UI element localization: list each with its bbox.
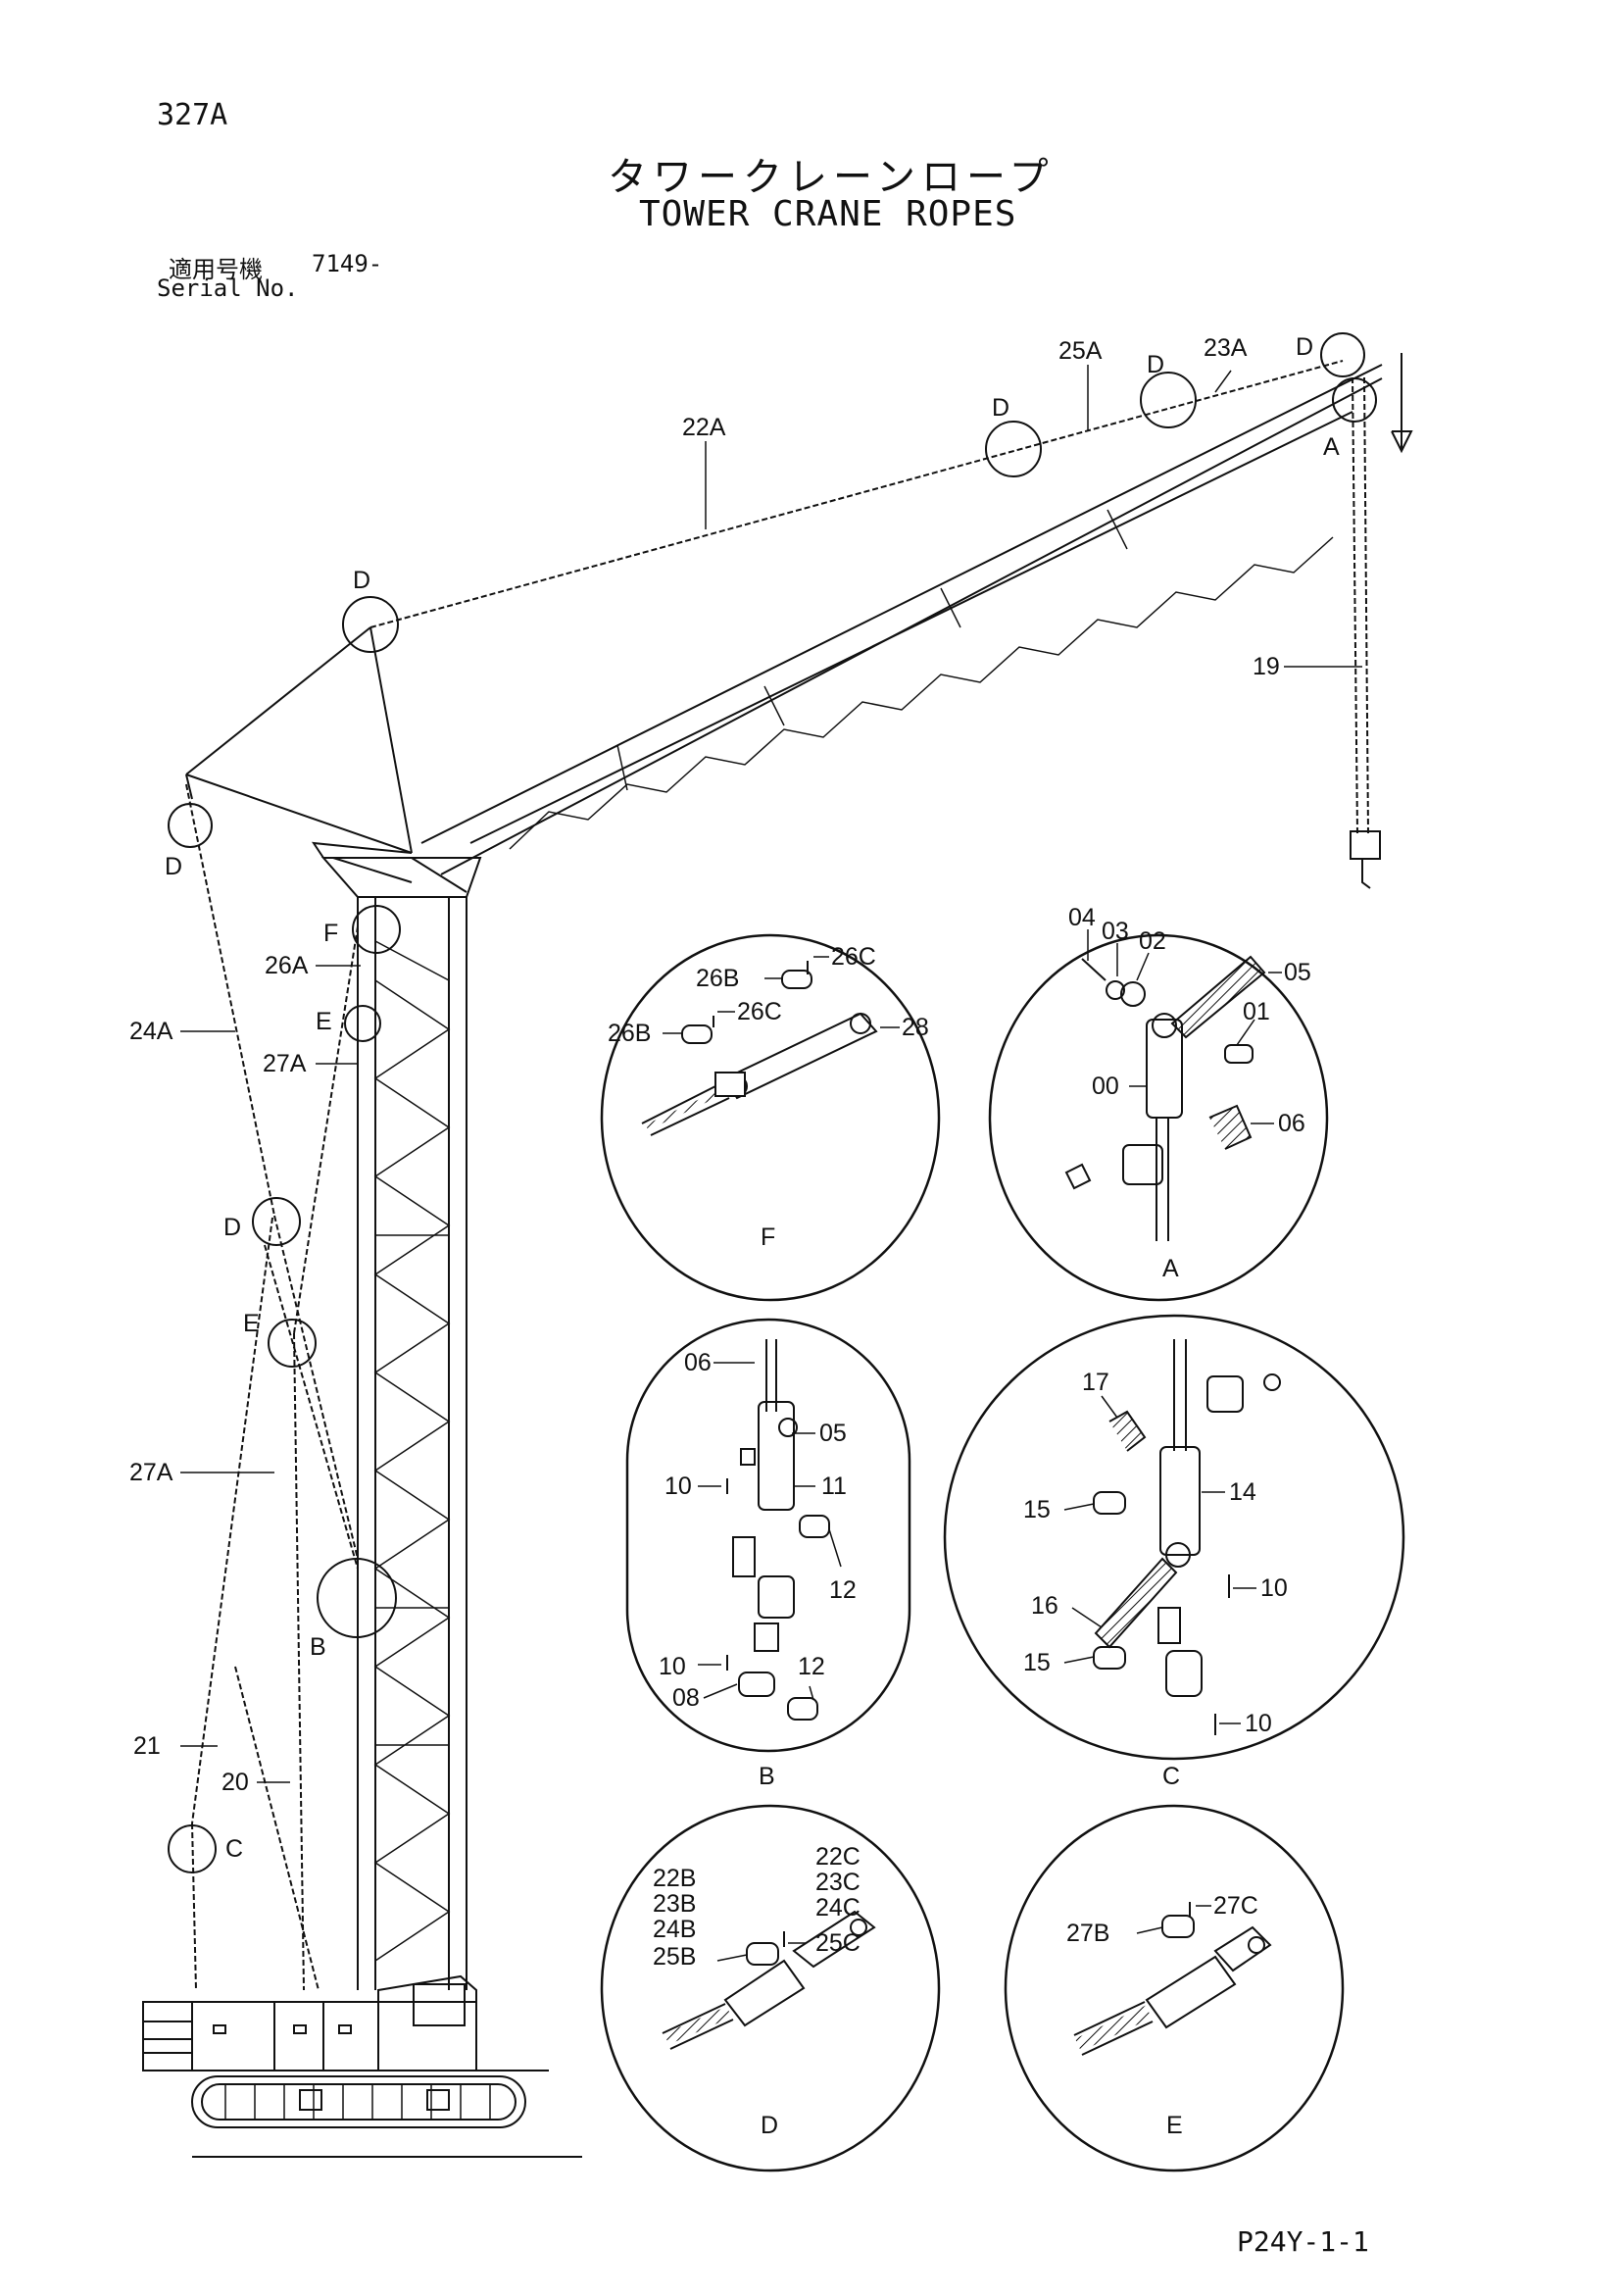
E-27C: 27C bbox=[1213, 1892, 1258, 1920]
callout-24A: 24A bbox=[129, 1018, 173, 1045]
F-26C-a: 26C bbox=[831, 943, 876, 971]
marker-D-6: D bbox=[223, 1214, 241, 1241]
D-24B: 24B bbox=[653, 1916, 696, 1943]
crawler-base bbox=[191, 2070, 582, 2158]
C-14: 14 bbox=[1229, 1478, 1256, 1506]
D-label: D bbox=[761, 2112, 778, 2139]
A-03: 03 bbox=[1102, 918, 1129, 945]
detail-F: 26C 26B 26C 26B 28 F bbox=[600, 933, 941, 1302]
E-27B: 27B bbox=[1066, 1920, 1109, 1947]
marker-C: C bbox=[225, 1835, 243, 1863]
rope-19 bbox=[1352, 376, 1358, 834]
E-label: E bbox=[1166, 2112, 1183, 2139]
F-label: F bbox=[761, 1223, 775, 1251]
marker-B: B bbox=[310, 1633, 326, 1661]
marker-circles bbox=[168, 332, 1377, 1873]
F-26B-a: 26B bbox=[696, 965, 739, 992]
D-23C: 23C bbox=[815, 1869, 861, 1896]
rope-lines bbox=[185, 360, 1369, 1991]
upper-carriage bbox=[142, 1974, 477, 2071]
marker-D-5: D bbox=[165, 853, 182, 880]
detail-A: 04 03 02 05 01 00 06 A bbox=[988, 904, 1329, 1302]
D-23B: 23B bbox=[653, 1890, 696, 1918]
B-10-a: 10 bbox=[664, 1472, 692, 1500]
A-06: 06 bbox=[1278, 1110, 1305, 1137]
C-10-a: 10 bbox=[1260, 1574, 1288, 1602]
serial-label-english: Serial No. bbox=[157, 275, 299, 302]
crane-callouts: 22A 25A 23A 19 26A 24A 27A 27A 21 20 D D… bbox=[129, 333, 1340, 1863]
B-06: 06 bbox=[684, 1349, 712, 1376]
B-11: 11 bbox=[821, 1472, 847, 1500]
tower-head bbox=[320, 857, 482, 898]
C-15-a: 15 bbox=[1023, 1496, 1051, 1523]
A-label: A bbox=[1162, 1255, 1179, 1282]
D-25C: 25C bbox=[815, 1929, 861, 1957]
callout-21: 21 bbox=[133, 1732, 161, 1760]
marker-D-4: D bbox=[353, 567, 370, 594]
callout-26A: 26A bbox=[265, 952, 309, 979]
tower-mast bbox=[357, 897, 467, 1990]
rope-22A bbox=[369, 360, 1344, 628]
F-26C-b: 26C bbox=[737, 998, 782, 1025]
callout-19: 19 bbox=[1253, 653, 1280, 680]
C-16: 16 bbox=[1031, 1592, 1058, 1620]
marker-D-1: D bbox=[992, 394, 1009, 422]
A-00: 00 bbox=[1092, 1073, 1119, 1100]
rope-24A bbox=[185, 783, 275, 1217]
marker-D-2: D bbox=[1147, 351, 1164, 378]
B-12-a: 12 bbox=[829, 1576, 857, 1604]
A-02: 02 bbox=[1139, 927, 1166, 955]
crane-drawing bbox=[142, 332, 1413, 2158]
detail-B: 06 05 10 11 12 10 12 08 B bbox=[625, 1318, 911, 1790]
callout-27A-mid: 27A bbox=[129, 1459, 173, 1486]
A-01: 01 bbox=[1243, 998, 1270, 1025]
A-04: 04 bbox=[1068, 904, 1096, 931]
B-05: 05 bbox=[819, 1420, 847, 1447]
C-10-b: 10 bbox=[1245, 1710, 1272, 1737]
C-15-b: 15 bbox=[1023, 1649, 1051, 1676]
F-28: 28 bbox=[902, 1014, 929, 1041]
leader-lines bbox=[180, 365, 1362, 1783]
B-label: B bbox=[759, 1763, 775, 1790]
detail-D: 22B 23B 24B 25B 22C 23C 24C 25C D bbox=[600, 1804, 941, 2172]
callout-27A-top: 27A bbox=[263, 1050, 307, 1077]
D-25B: 25B bbox=[653, 1943, 696, 1971]
serial-number: 7149- bbox=[312, 250, 383, 277]
jib-boom bbox=[420, 364, 1383, 875]
C-17: 17 bbox=[1082, 1369, 1109, 1396]
serial-label-japanese: 適用号機 bbox=[169, 256, 263, 283]
D-22C: 22C bbox=[815, 1843, 861, 1871]
B-08: 08 bbox=[672, 1684, 700, 1712]
callout-25A: 25A bbox=[1058, 337, 1103, 365]
D-22B: 22B bbox=[653, 1865, 696, 1892]
marker-F: F bbox=[323, 920, 338, 947]
detail-E: 27B 27C E bbox=[1004, 1804, 1345, 2172]
page-code: P24Y-1-1 bbox=[1237, 2225, 1369, 2258]
marker-E-1: E bbox=[316, 1008, 332, 1035]
D-24C: 24C bbox=[815, 1894, 861, 1922]
B-10-b: 10 bbox=[659, 1653, 686, 1680]
marker-D-3: D bbox=[1296, 333, 1313, 361]
A-05: 05 bbox=[1284, 959, 1311, 986]
F-26B-b: 26B bbox=[608, 1020, 651, 1047]
callout-20: 20 bbox=[221, 1769, 249, 1796]
marker-A: A bbox=[1323, 433, 1340, 461]
marker-E-2: E bbox=[243, 1310, 260, 1337]
title-japanese: タワークレーンロープ bbox=[608, 155, 1055, 200]
detail-C: 17 14 15 10 16 15 10 C bbox=[943, 1314, 1405, 1790]
page-number: 327A bbox=[157, 98, 228, 132]
title-english: TOWER CRANE ROPES bbox=[639, 194, 1017, 234]
callout-23A: 23A bbox=[1204, 334, 1248, 362]
hook-block bbox=[1350, 353, 1413, 889]
B-12-b: 12 bbox=[798, 1653, 825, 1680]
C-label: C bbox=[1162, 1763, 1180, 1790]
callout-22A: 22A bbox=[682, 414, 726, 441]
gantry-struts bbox=[185, 626, 413, 859]
